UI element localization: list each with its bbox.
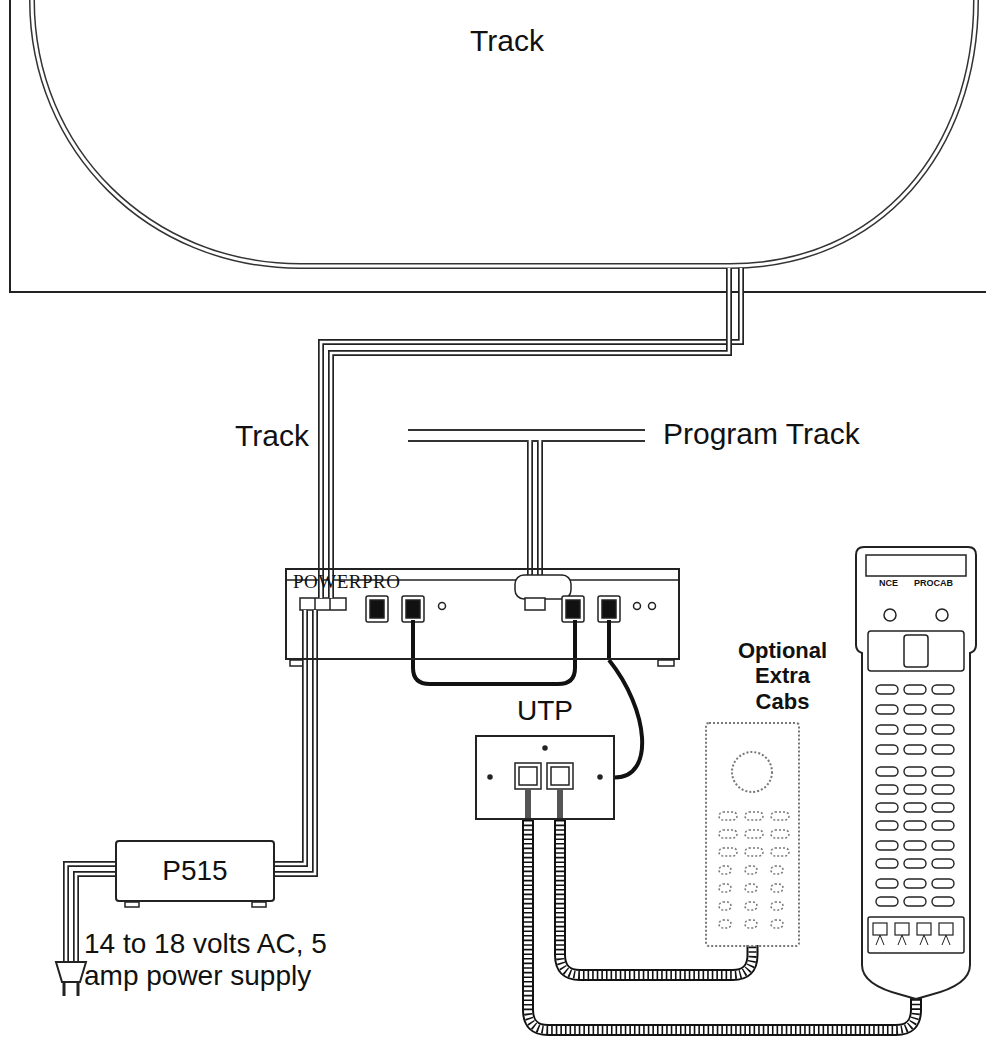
heading-text: UTP <box>517 695 573 727</box>
power-supply-note: 14 to 18 volts AC, 5 amp power supply <box>84 928 376 992</box>
jumper-cable <box>413 620 575 684</box>
coiled-cab-cord <box>560 820 753 975</box>
node-text: POWERPRO <box>293 571 400 593</box>
command-station-box: POWERPRO <box>285 568 680 660</box>
heading-text: Optional Extra Cabs <box>737 638 828 714</box>
cab-controls <box>705 722 800 947</box>
node-text: Track <box>470 24 544 58</box>
procab-throttle: NCE PROCAB <box>850 545 982 1000</box>
node-text: P515 <box>162 855 227 887</box>
program-track <box>408 430 645 441</box>
wire-label: Track <box>233 419 311 453</box>
node-text: PROCAB <box>914 578 953 588</box>
utp-panel: UTP <box>475 735 615 820</box>
cab-bus-stub <box>607 620 611 660</box>
throttle-outline <box>850 545 982 1000</box>
layout-board: Track <box>10 0 986 292</box>
utp-jacks <box>488 746 602 820</box>
coiled-cab-cord <box>528 820 916 1030</box>
program-track-label: Program Track <box>663 417 860 451</box>
power-wire <box>274 659 315 874</box>
extra-cab: Optional Extra Cabs <box>705 722 800 947</box>
node-text: NCE <box>879 578 898 588</box>
track-oval <box>32 0 976 266</box>
power-supply-box: P515 <box>115 840 275 902</box>
board-edge <box>10 0 986 292</box>
track-feeder-stub <box>729 268 741 293</box>
